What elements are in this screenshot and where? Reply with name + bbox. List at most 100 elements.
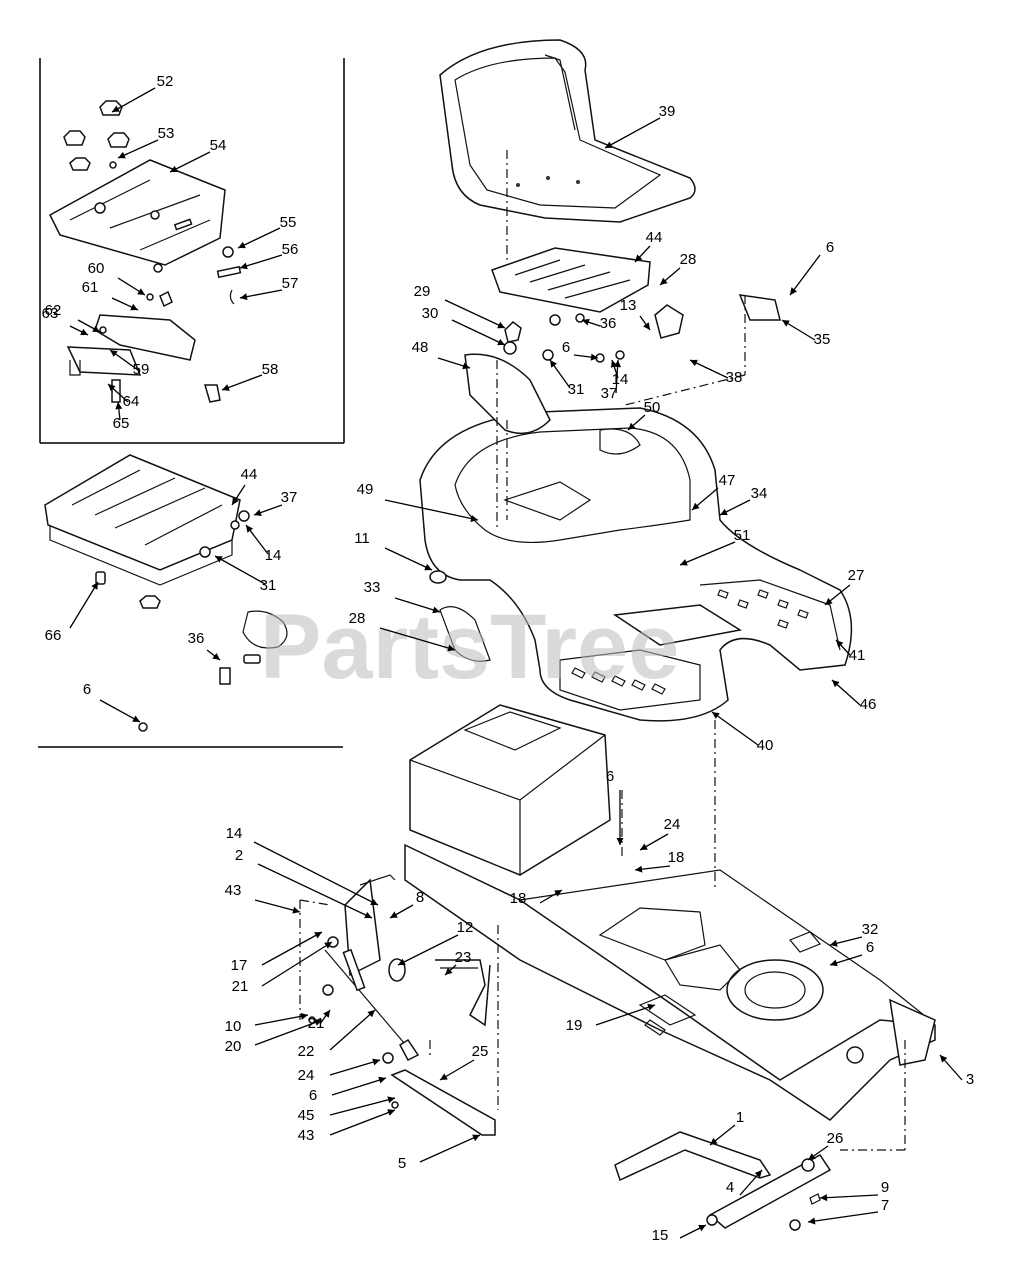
callout-arrowhead-22 (367, 1010, 375, 1018)
pedal-linkage (308, 874, 832, 1231)
callout-arrowhead-19 (647, 1003, 655, 1011)
callout-arrowhead-6 (616, 838, 624, 845)
callout-arrowhead-35 (782, 320, 790, 327)
callout-label-65: 65 (113, 415, 130, 432)
callout-arrowhead-62 (92, 325, 100, 332)
callout-arrowhead-1 (710, 1137, 718, 1145)
callout-label-24: 24 (664, 816, 681, 833)
callout-label-35: 35 (814, 331, 831, 348)
callout-label-53: 53 (158, 125, 175, 142)
callout-arrowhead-48 (462, 362, 470, 370)
callout-arrowhead-12 (398, 958, 406, 965)
callout-arrowhead-59 (110, 350, 118, 357)
callout-label-25: 25 (472, 1043, 489, 1060)
callout-arrowhead-6 (790, 287, 797, 295)
callout-arrowhead-11 (424, 563, 432, 571)
callout-label-5: 5 (398, 1155, 406, 1172)
callout-label-15: 15 (652, 1227, 669, 1244)
callout-arrowhead-10 (300, 1012, 308, 1020)
callout-label-52: 52 (157, 73, 174, 90)
callout-leader-43 (329, 1109, 396, 1136)
callout-arrowhead-37 (614, 360, 622, 368)
callout-leader-53 (117, 139, 159, 159)
callout-label-26: 26 (827, 1130, 844, 1147)
callout-label-45: 45 (298, 1107, 315, 1124)
callout-label-54: 54 (210, 137, 227, 154)
callout-arrowhead-14 (246, 525, 254, 533)
callout-label-2: 2 (235, 847, 243, 864)
callout-label-31: 31 (568, 381, 585, 398)
callout-arrowhead-21 (323, 1010, 330, 1018)
callout-arrowhead-34 (720, 508, 728, 515)
callout-arrowhead-27 (825, 597, 833, 605)
callout-leader-55 (237, 227, 281, 249)
callout-leader-56 (239, 254, 283, 269)
callout-arrowhead-2 (364, 911, 372, 919)
callout-leader-17 (261, 931, 323, 966)
callout-label-43: 43 (225, 882, 242, 899)
callout-arrowhead-64 (108, 384, 116, 392)
callout-leader-11 (384, 547, 433, 571)
callout-leader-10 (254, 1014, 309, 1026)
callout-label-32: 32 (862, 921, 879, 938)
callout-arrowhead-25 (440, 1073, 448, 1080)
callout-label-28: 28 (680, 251, 697, 268)
callout-label-18: 18 (510, 890, 527, 907)
callout-leader-9 (819, 1194, 879, 1199)
callout-arrowhead-41 (836, 640, 844, 648)
watermark: PartsTree (260, 596, 679, 698)
callout-arrowhead-31 (550, 360, 557, 368)
callout-label-37: 37 (281, 489, 298, 506)
callout-leader-31 (214, 555, 266, 585)
callout-label-14: 14 (265, 547, 282, 564)
callout-arrowhead-29 (497, 321, 505, 329)
callout-label-33: 33 (364, 579, 381, 596)
callout-label-9: 9 (881, 1179, 889, 1196)
callout-label-51: 51 (734, 527, 751, 544)
callout-arrowhead-51 (680, 559, 688, 566)
callout-leader-24 (329, 1059, 381, 1076)
callout-label-27: 27 (848, 567, 865, 584)
callout-label-17: 17 (231, 957, 248, 974)
callout-label-6: 6 (309, 1087, 317, 1104)
callout-label-63: 63 (42, 305, 59, 322)
callout-arrowhead-56 (240, 262, 248, 270)
seat-pan (491, 247, 781, 363)
callout-arrowhead-15 (698, 1225, 706, 1232)
callout-arrowhead-4 (754, 1170, 762, 1178)
callout-label-60: 60 (88, 260, 105, 277)
callout-arrowhead-28 (447, 644, 455, 652)
callout-arrowhead-36 (212, 652, 220, 660)
callout-arrowhead-37 (254, 509, 262, 516)
callout-label-29: 29 (414, 283, 431, 300)
fender-body (419, 353, 853, 722)
callout-label-14: 14 (226, 825, 243, 842)
callout-leader-57 (239, 289, 283, 299)
callout-leader-12 (397, 934, 459, 966)
callout-label-3: 3 (966, 1071, 974, 1088)
callout-arrowhead-43 (292, 906, 300, 914)
callout-label-8: 8 (416, 889, 424, 906)
callout-label-41: 41 (849, 647, 866, 664)
callout-arrowhead-18 (554, 890, 562, 897)
callout-arrowhead-44 (635, 254, 643, 262)
assembly-centerlines (299, 150, 906, 1151)
callout-arrowhead-44 (232, 497, 239, 505)
callout-arrowhead-40 (712, 712, 720, 719)
callout-arrowhead-24 (372, 1058, 380, 1066)
callout-label-13: 13 (620, 297, 637, 314)
callout-leader-29 (444, 299, 506, 329)
callout-label-18: 18 (668, 849, 685, 866)
seat (439, 39, 696, 223)
callout-leader-7 (807, 1211, 879, 1223)
callout-leader-21 (261, 941, 333, 987)
seat-plate-inset (44, 454, 288, 732)
callout-arrowhead-8 (390, 911, 398, 918)
callout-label-11: 11 (354, 530, 370, 547)
callout-leader-38 (689, 359, 729, 379)
callout-arrowhead-61 (130, 303, 138, 311)
callout-arrowhead-43 (387, 1109, 395, 1116)
callout-leader-45 (329, 1097, 396, 1116)
